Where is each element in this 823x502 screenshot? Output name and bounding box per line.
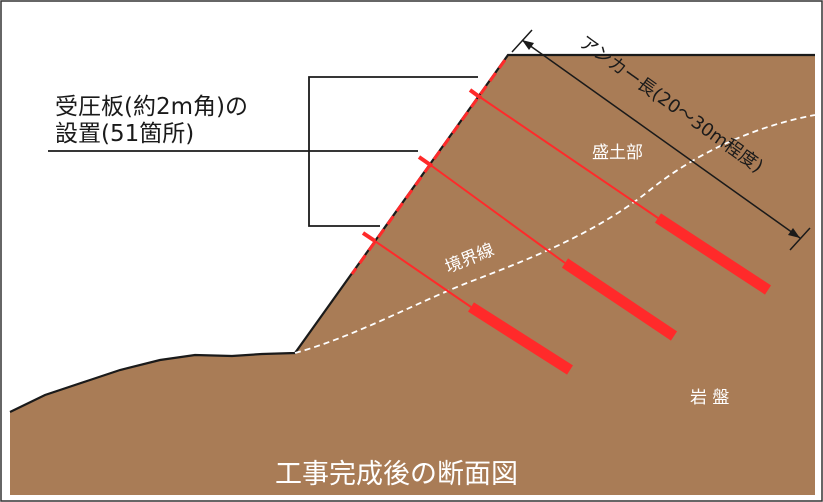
diagram-caption: 工事完成後の断面図 [275,459,518,490]
bedrock-label: 岩 盤 [690,388,729,408]
callout-leader [48,76,478,227]
callout-text-line1: 受圧板(約2m角)の [55,94,248,120]
bearing-plates [350,59,507,275]
ground-anchor [468,88,772,295]
ground-anchor [361,231,573,375]
anchor-length-dimension [511,29,811,251]
fill-section-label: 盛土部 [592,143,643,163]
boundary-line [294,114,816,354]
callout-text-line2: 設置(51箇所) [55,121,194,147]
ground-section [10,55,815,495]
ground-anchor [417,155,678,341]
slope-surface-line [9,53,815,413]
